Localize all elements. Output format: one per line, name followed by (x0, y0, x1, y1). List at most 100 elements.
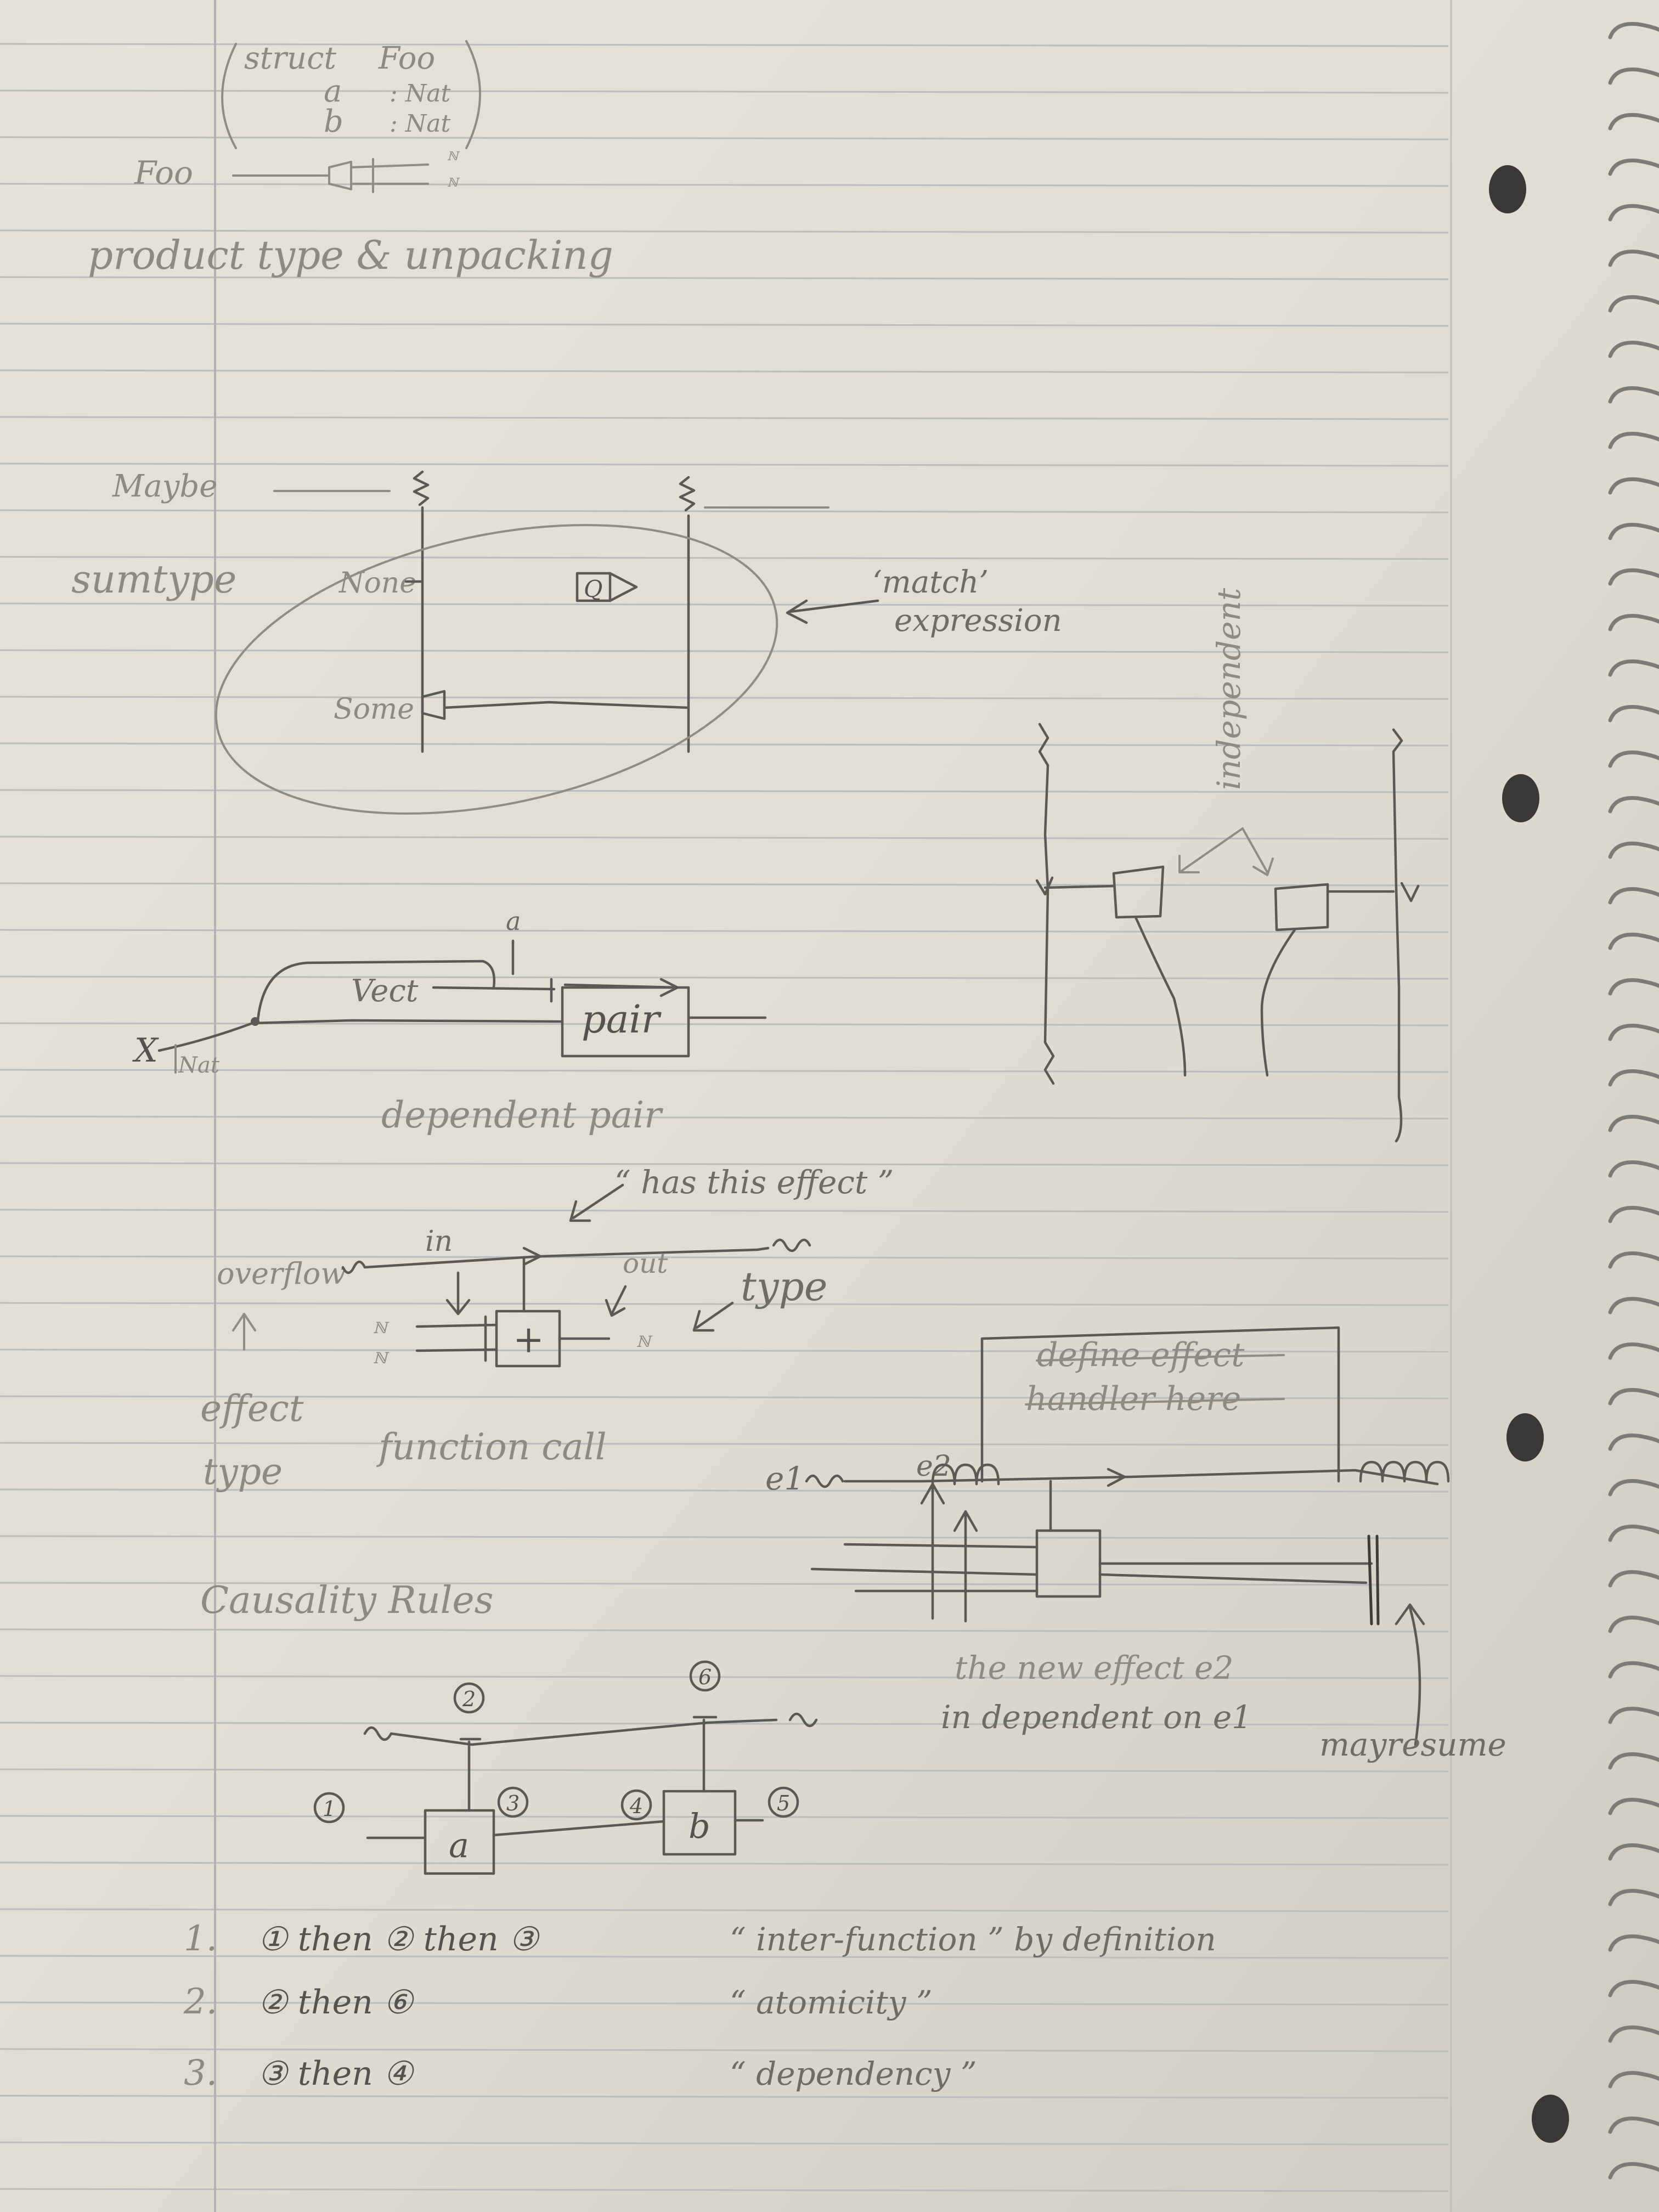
struct-keyword: struct (244, 41, 336, 76)
spiral-coil (1608, 1661, 1659, 1679)
spiral-coil (1608, 1251, 1659, 1269)
dependent-pair-section: a Vect pair X Nat dependent pair (132, 906, 767, 1136)
dep-vect-wire (432, 986, 556, 991)
may-resume-arrow (1395, 1603, 1425, 1746)
effect-tail-squiggle (772, 1238, 811, 1252)
out-arrow (605, 1285, 627, 1317)
spiral-coil (1608, 295, 1659, 313)
plus-label: + (513, 1318, 544, 1362)
causal-squiggle-right (788, 1712, 818, 1728)
ruled-line (0, 1861, 1449, 1866)
spiral-coil (1608, 341, 1659, 358)
handler-here-strike (1025, 1398, 1285, 1406)
ruled-line (0, 1395, 1449, 1400)
ruled-line (0, 2001, 1449, 2006)
left-box-link (1043, 884, 1115, 889)
rule-row: 1. ① then ② then ③ “ inter-function ” by… (184, 1918, 1216, 1959)
ruled-line (0, 1955, 1449, 1959)
in-label: in (425, 1225, 453, 1258)
causality-section: Causality Rules 2 6 1 3 4 5 a b (200, 1579, 818, 1875)
dep-vect-loop (256, 960, 496, 1022)
type-arrow (692, 1301, 734, 1332)
match-arrow (608, 572, 638, 602)
ruled-line (0, 789, 1449, 793)
spiral-coil (1608, 978, 1659, 996)
sum-right-squiggle (679, 476, 696, 512)
wire-arrow-head (1107, 1468, 1126, 1487)
overflow-label: overflow (217, 1256, 346, 1291)
rule-index: 3. (184, 2053, 217, 2094)
field-a-type: : Nat (390, 80, 451, 108)
dep-vect-label: Vect (351, 973, 419, 1009)
rule-index: 2. (183, 1982, 217, 2022)
spiral-coil (1608, 705, 1659, 723)
spiral-coil (1608, 523, 1659, 540)
binder-hole (1532, 2095, 1569, 2143)
field-b-type: : Nat (390, 110, 451, 138)
spiral-coil (1608, 1843, 1659, 1861)
e1-label: e1 (765, 1460, 804, 1497)
ruled-line (0, 2048, 1449, 2052)
pair-label: pair (582, 997, 662, 1042)
some-node (421, 690, 446, 720)
ruled-line (0, 1768, 1449, 1773)
function-call-caption: function call (376, 1426, 607, 1468)
function-call-section: “ has this effect ” overflow in out + ℕ … (200, 1164, 894, 1493)
spiral-coil (1608, 659, 1659, 677)
right-thread-tick (1400, 882, 1420, 902)
spiral-coil (1608, 2117, 1659, 2134)
spiral-coil (1608, 933, 1659, 950)
dep-nat-label: Nat (178, 1053, 220, 1078)
dep-a-label: a (506, 906, 521, 936)
spiral-coil (1608, 568, 1659, 586)
define-effect-strike (1036, 1354, 1285, 1362)
effect-up-arrow (232, 1313, 256, 1351)
spiral-coil (1608, 1525, 1659, 1542)
ruled-line (0, 1815, 1449, 1819)
struct-left-paren (221, 43, 237, 149)
spiral-coil (1608, 2025, 1659, 2043)
spiral-coil (1608, 2162, 1659, 2180)
spiral-coil (1608, 1707, 1659, 1724)
right-box (1274, 883, 1329, 932)
spiral-coil (1608, 1206, 1659, 1223)
effect-arrow-head (522, 1246, 542, 1266)
ruled-line (0, 2188, 1449, 2192)
handler-here-label: handler here (1026, 1380, 1241, 1418)
ruled-line (0, 602, 1449, 607)
ruled-line (0, 416, 1449, 420)
ruled-line (0, 509, 1449, 514)
out-label: out (623, 1248, 668, 1279)
struct-name: Foo (378, 41, 435, 76)
ruled-line (0, 696, 1449, 700)
independent-arrow-left (1178, 827, 1244, 873)
spiral-coil (1608, 1980, 1659, 1997)
ruled-line (0, 1209, 1449, 1213)
unpack-tiny-nat: ℕ (447, 176, 460, 190)
type-label: type (741, 1263, 827, 1310)
spiral-coil (1608, 204, 1659, 222)
some-label: Some (334, 693, 414, 726)
unpack-out-wires (350, 158, 429, 193)
causality-title: Causality Rules (200, 1579, 494, 1622)
ruled-line (0, 369, 1449, 374)
match-box-q: Q (584, 575, 602, 602)
ruled-line (0, 1115, 1449, 1120)
dep-split-dot (251, 1017, 259, 1026)
ruled-lines (0, 43, 1449, 2192)
independent-arrow-right (1242, 827, 1274, 876)
left-thread-tick (1035, 876, 1054, 896)
ruled-line (0, 1162, 1449, 1166)
handler-bracket (980, 1326, 1340, 1483)
may-resume-label: mayresume (1319, 1726, 1506, 1763)
match-expression: expression (894, 603, 1062, 639)
left-box (1112, 865, 1165, 919)
right-box-out (1260, 928, 1296, 1077)
rule-note: “ inter-function ” by definition (730, 1921, 1216, 1958)
define-effect-label: define effect (1037, 1336, 1245, 1374)
marker-2-num: 2 (462, 1687, 476, 1711)
binder-hole (1506, 1413, 1544, 1462)
ruled-line (0, 1069, 1449, 1073)
rule-text: ② then ⑥ (258, 1983, 415, 2022)
